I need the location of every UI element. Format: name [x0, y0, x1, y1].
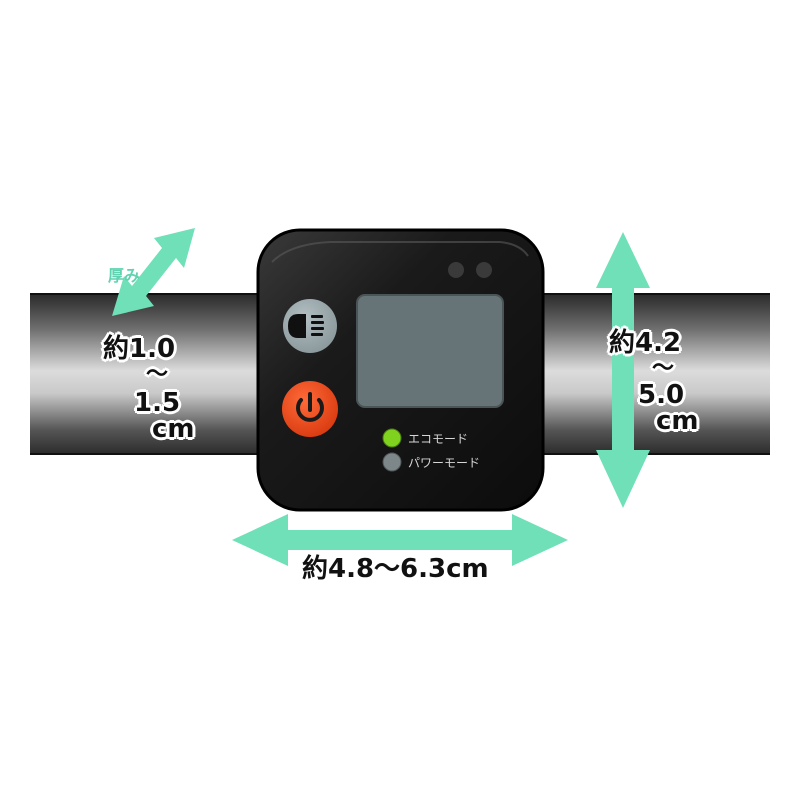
light-button[interactable]	[283, 299, 337, 353]
display-screen	[356, 294, 504, 408]
thickness-range-end: 1.5	[134, 388, 181, 418]
sensor-dot-left	[448, 262, 464, 278]
power-mode-label: パワーモード	[408, 456, 481, 470]
power-mode-led	[382, 452, 402, 472]
thickness-unit: cm	[152, 414, 195, 444]
thickness-label: 厚み	[108, 266, 141, 285]
height-range-end: 5.0	[638, 380, 685, 410]
height-tilde: ～	[652, 356, 675, 381]
width-range: 約4.8～6.3cm	[302, 554, 489, 584]
power-button[interactable]	[282, 381, 338, 437]
headlight-icon	[288, 314, 324, 338]
width-arrow	[232, 514, 568, 566]
eco-mode-label: エコモード	[408, 432, 469, 446]
power-icon	[296, 392, 324, 422]
thickness-tilde: ～	[146, 362, 169, 387]
thickness-range-start: 約1.0	[103, 334, 176, 364]
height-range-start: 約4.2	[609, 328, 682, 358]
sensor-dot-right	[476, 262, 492, 278]
height-unit: cm	[656, 406, 699, 436]
thickness-arrow	[112, 228, 195, 316]
eco-mode-led	[382, 428, 402, 448]
height-arrow	[596, 232, 650, 508]
